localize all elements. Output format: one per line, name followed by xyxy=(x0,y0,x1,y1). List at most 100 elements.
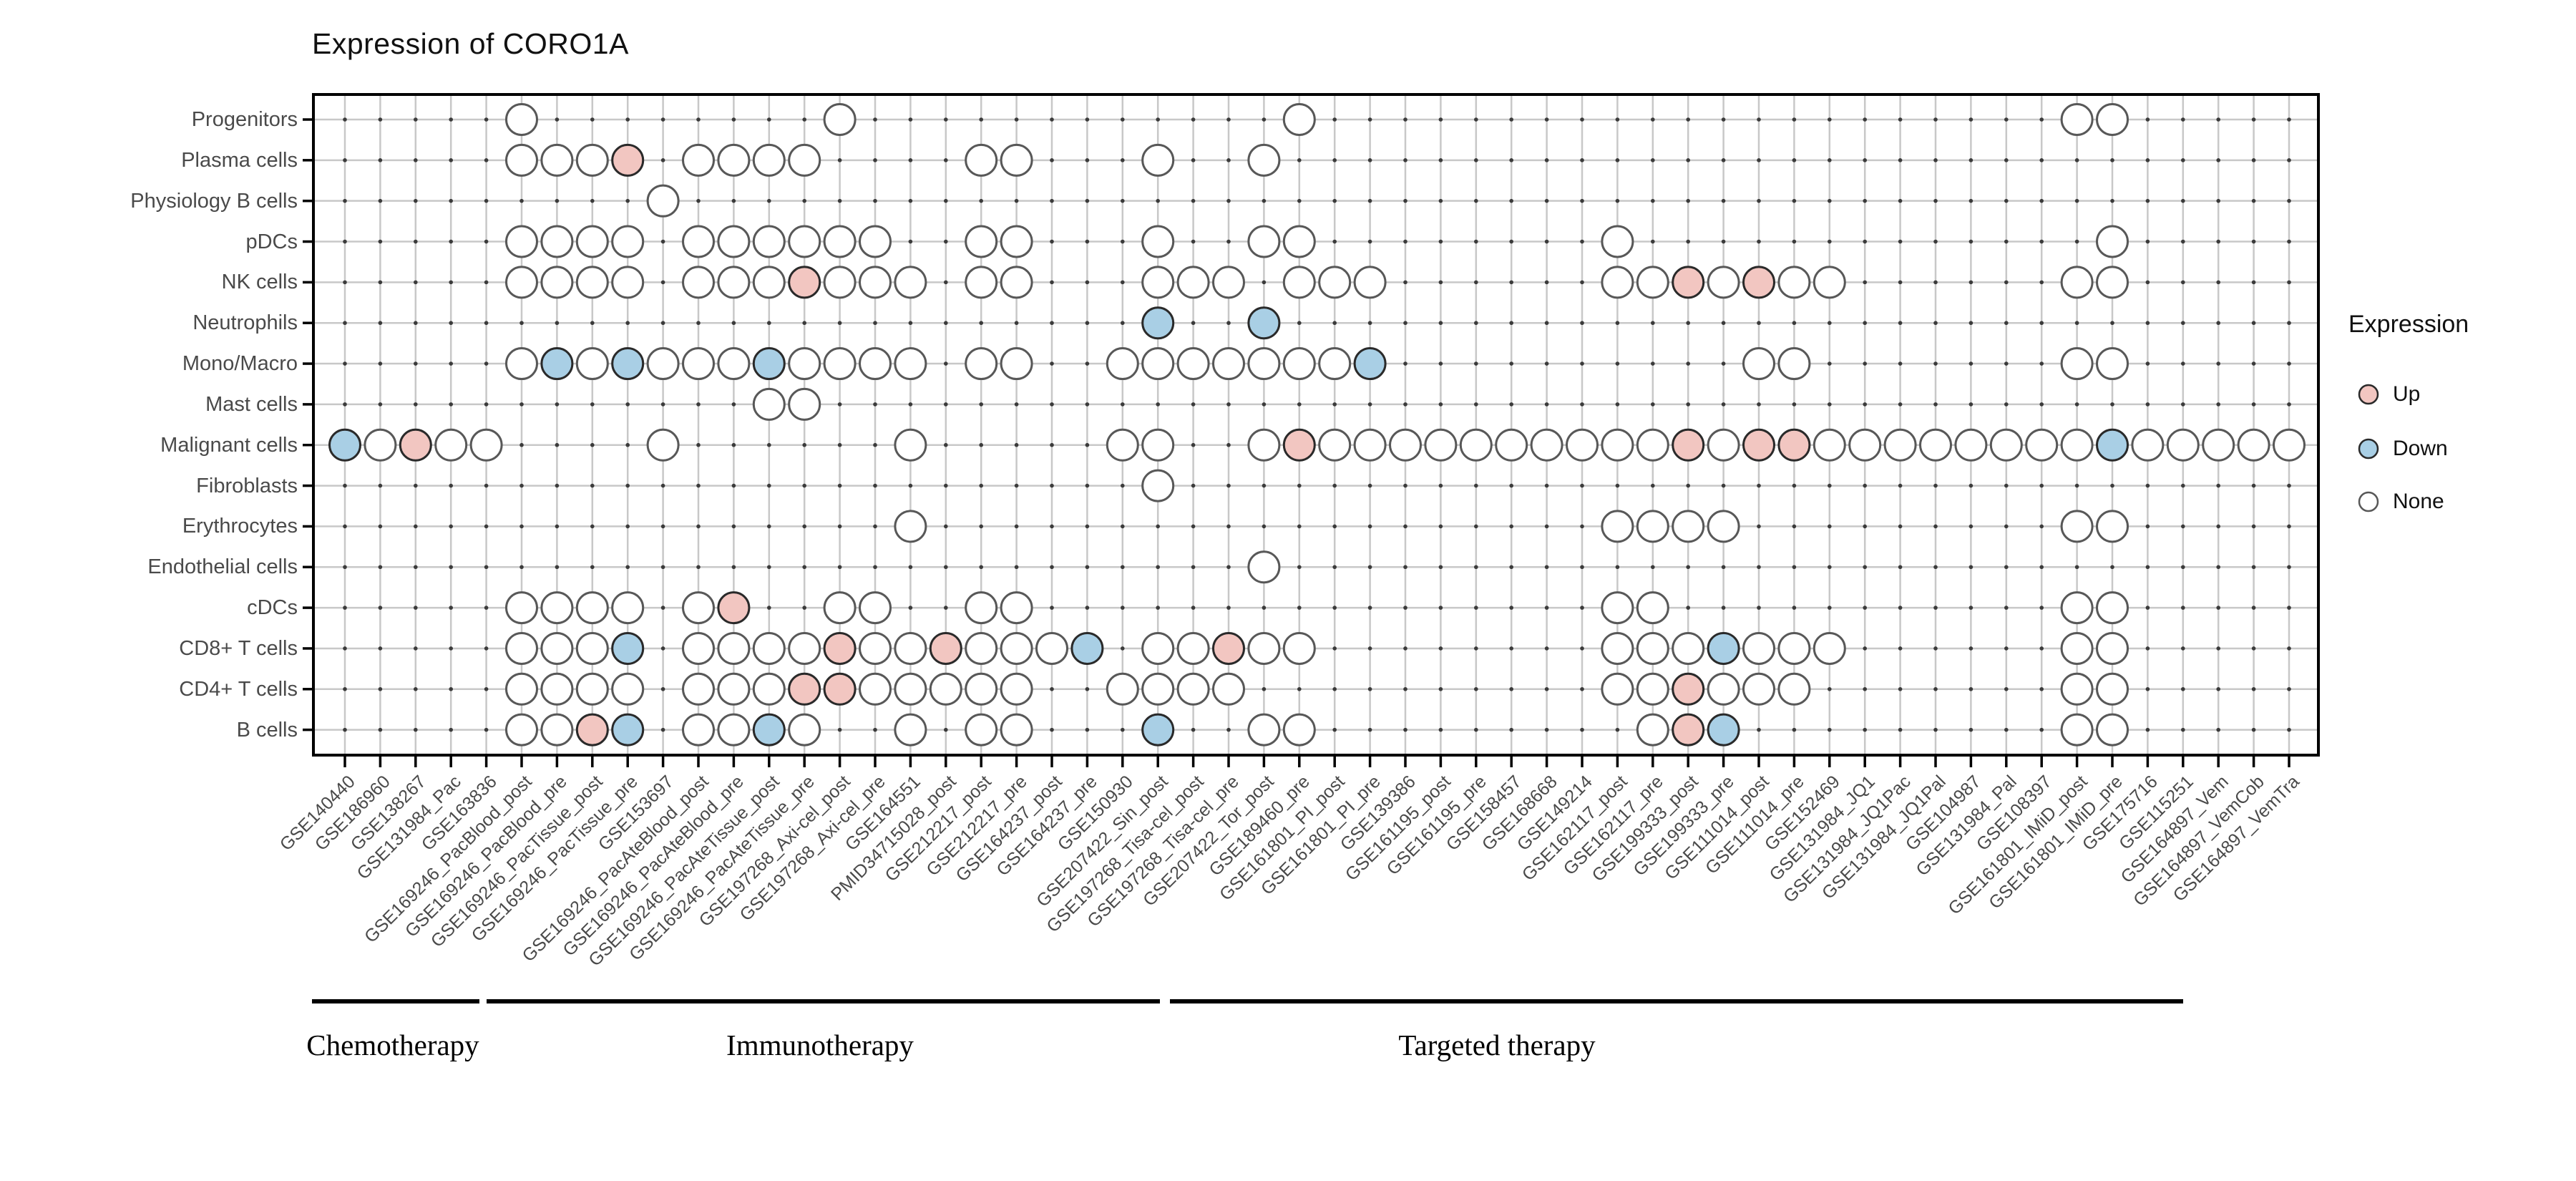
expression-dot xyxy=(1247,347,1281,381)
expression-dot xyxy=(611,143,645,177)
expression-dot xyxy=(965,266,998,299)
expression-dot xyxy=(1848,428,1882,462)
expression-dot xyxy=(1707,266,1740,299)
expression-dot xyxy=(859,266,892,299)
expression-dot xyxy=(894,428,927,462)
expression-dot xyxy=(788,347,821,381)
expression-dot xyxy=(2025,428,2059,462)
expression-dot xyxy=(1282,631,1316,665)
expression-dot xyxy=(929,631,962,665)
expression-dot xyxy=(823,672,857,706)
expression-dot xyxy=(1566,428,1599,462)
expression-dot xyxy=(788,631,821,665)
expression-dot xyxy=(2060,428,2094,462)
expression-dot xyxy=(1672,510,1705,543)
expression-dot xyxy=(611,713,645,747)
expression-dot xyxy=(1707,713,1740,747)
expression-dot xyxy=(1141,672,1175,706)
expression-dot xyxy=(575,672,609,706)
row-label-5: NK cells xyxy=(221,271,298,294)
expression-dot xyxy=(1672,428,1705,462)
expression-dot xyxy=(540,672,574,706)
expression-dot xyxy=(575,225,609,258)
expression-dot xyxy=(1672,266,1705,299)
expression-dot xyxy=(1636,713,1669,747)
expression-dot xyxy=(1212,672,1245,706)
expression-dot xyxy=(575,713,609,747)
legend-label-up: Up xyxy=(2393,382,2421,406)
expression-dot xyxy=(575,631,609,665)
expression-dot xyxy=(1318,347,1352,381)
expression-dot xyxy=(434,428,468,462)
expression-dot xyxy=(717,347,751,381)
expression-dot xyxy=(1813,266,1846,299)
expression-dot xyxy=(575,591,609,625)
expression-dot xyxy=(965,347,998,381)
expression-dot xyxy=(894,672,927,706)
expression-dot xyxy=(1353,347,1387,381)
expression-dot xyxy=(682,266,715,299)
expression-dot xyxy=(1000,347,1033,381)
expression-dot xyxy=(682,713,715,747)
expression-dot xyxy=(1601,428,1634,462)
expression-dot xyxy=(2060,631,2094,665)
expression-dot xyxy=(682,672,715,706)
expression-dot xyxy=(1636,672,1669,706)
expression-dot xyxy=(611,672,645,706)
expression-dot xyxy=(859,672,892,706)
expression-dot xyxy=(788,266,821,299)
expression-dot xyxy=(1601,225,1634,258)
expression-dot xyxy=(1424,428,1458,462)
expression-dot xyxy=(505,631,538,665)
expression-dot xyxy=(2060,103,2094,136)
expression-dot xyxy=(1777,672,1811,706)
expression-dot xyxy=(1777,631,1811,665)
row-label-11: Erythrocytes xyxy=(182,515,298,538)
expression-dot xyxy=(1141,428,1175,462)
expression-dot xyxy=(2096,631,2129,665)
expression-dot xyxy=(2237,428,2270,462)
expression-dot xyxy=(1282,266,1316,299)
expression-dot xyxy=(1636,266,1669,299)
expression-dot xyxy=(1141,266,1175,299)
expression-dot xyxy=(646,428,680,462)
row-label-16: B cells xyxy=(236,718,298,742)
expression-dot xyxy=(752,266,786,299)
expression-dot xyxy=(1389,428,1422,462)
row-label-7: Mono/Macro xyxy=(182,352,298,376)
expression-dot xyxy=(1601,631,1634,665)
expression-dot xyxy=(1530,428,1563,462)
expression-dot xyxy=(1247,631,1281,665)
expression-dot xyxy=(1742,672,1775,706)
expression-dot xyxy=(1919,428,1952,462)
expression-dot xyxy=(1247,225,1281,258)
expression-dot xyxy=(1000,591,1033,625)
expression-dot xyxy=(1000,225,1033,258)
expression-dot xyxy=(1282,713,1316,747)
expression-dot xyxy=(469,428,503,462)
expression-dot xyxy=(2131,428,2165,462)
expression-dot xyxy=(1282,225,1316,258)
expression-dot xyxy=(1954,428,1988,462)
row-label-4: pDCs xyxy=(245,230,298,253)
expression-dot xyxy=(1035,631,1068,665)
expression-dot xyxy=(1777,347,1811,381)
expression-dot xyxy=(717,266,751,299)
expression-dot xyxy=(894,510,927,543)
expression-dot xyxy=(611,225,645,258)
expression-dot xyxy=(1742,347,1775,381)
expression-dot xyxy=(1176,266,1210,299)
expression-dot xyxy=(1601,591,1634,625)
expression-dot xyxy=(505,225,538,258)
legend-key-down xyxy=(2358,438,2379,460)
expression-dot xyxy=(1282,103,1316,136)
expression-dot xyxy=(788,713,821,747)
row-label-1: Progenitors xyxy=(191,108,298,131)
expression-dot xyxy=(1212,347,1245,381)
expression-dot xyxy=(1777,266,1811,299)
expression-dot xyxy=(1000,672,1033,706)
expression-dot xyxy=(1813,428,1846,462)
expression-dot xyxy=(1353,428,1387,462)
expression-dot xyxy=(1212,266,1245,299)
